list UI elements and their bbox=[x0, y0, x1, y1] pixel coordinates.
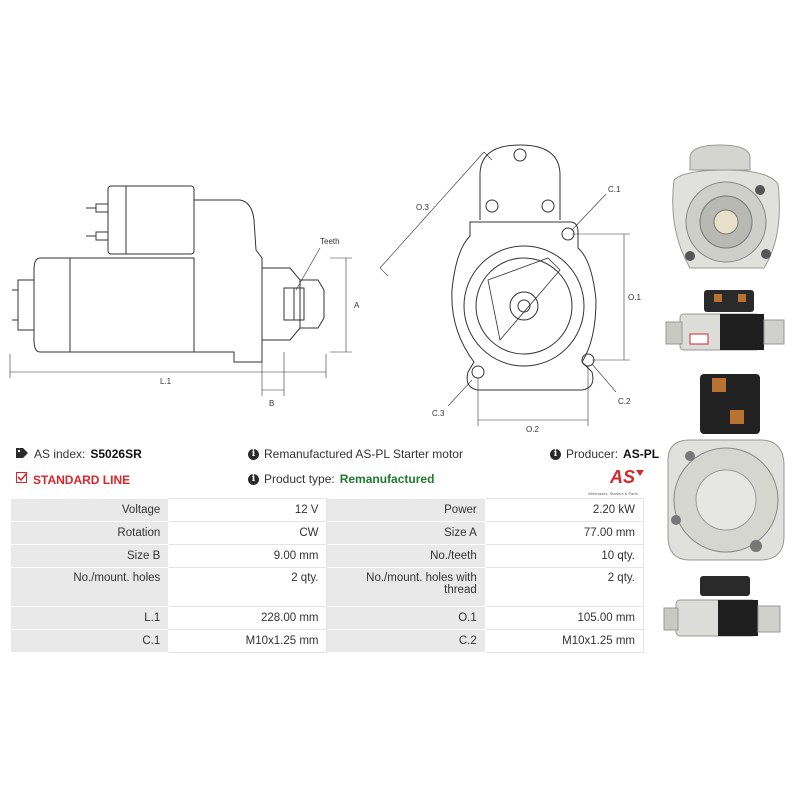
spec-value: 10 qty. bbox=[484, 544, 645, 568]
spec-value: 77.00 mm bbox=[484, 521, 645, 545]
logo-tagline: Alternators, Starters & Parts bbox=[588, 491, 638, 496]
dimension-b-label: B bbox=[269, 399, 274, 408]
product-type: i Product type: Remanufactured bbox=[248, 472, 434, 486]
spec-value: 228.00 mm bbox=[168, 606, 328, 630]
spec-value: M10x1.25 mm bbox=[168, 629, 328, 653]
standard-line: STANDARD LINE bbox=[16, 472, 130, 487]
as-index-value: S5026SR bbox=[90, 447, 142, 461]
spec-label: C.2 bbox=[326, 629, 486, 653]
side-view-drawing: Teeth A B L.1 bbox=[9, 185, 360, 408]
info-icon: i bbox=[550, 448, 561, 460]
info-icon: i bbox=[248, 448, 259, 460]
spec-label: O.1 bbox=[326, 606, 486, 630]
spec-label: Voltage bbox=[9, 498, 170, 522]
dimension-c2-label: C.2 bbox=[618, 397, 631, 406]
spec-value: 105.00 mm bbox=[484, 606, 645, 630]
table-row: No./mount. holes 2 qty. No./mount. holes… bbox=[9, 567, 645, 607]
spec-value: 12 V bbox=[168, 498, 328, 522]
spec-label: No./mount. holes bbox=[9, 567, 170, 607]
spec-label: Size A bbox=[326, 521, 486, 545]
front-view-drawing: O.3 C.1 O.1 C.3 C.2 O.2 bbox=[379, 144, 641, 434]
dimension-c1-label: C.1 bbox=[608, 185, 621, 194]
producer-label: Producer: bbox=[566, 447, 619, 461]
spec-label: C.1 bbox=[9, 629, 170, 653]
spec-value: 2 qty. bbox=[168, 567, 328, 607]
spec-label: No./mount. holes with thread bbox=[326, 567, 486, 607]
spec-label: No./teeth bbox=[326, 544, 486, 568]
description-text: Remanufactured AS-PL Starter motor bbox=[264, 447, 463, 461]
spec-label: Power bbox=[326, 498, 486, 522]
standard-line-label: STANDARD LINE bbox=[33, 472, 131, 487]
dimension-a-label: A bbox=[354, 301, 360, 310]
spec-value: 2 qty. bbox=[484, 567, 645, 607]
teeth-label: Teeth bbox=[320, 237, 340, 246]
info-icon: i bbox=[248, 473, 259, 485]
spec-value: M10x1.25 mm bbox=[484, 629, 645, 653]
product-type-label: Product type: bbox=[264, 472, 335, 486]
as-index: AS index: S5026SR bbox=[16, 447, 142, 461]
spec-label: Size B bbox=[9, 544, 170, 568]
producer: i Producer: AS-PL bbox=[550, 447, 659, 461]
table-row: Rotation CW Size A 77.00 mm bbox=[9, 521, 645, 545]
spec-label: Rotation bbox=[9, 521, 170, 545]
logo-text: AS bbox=[609, 467, 635, 487]
product-description: i Remanufactured AS-PL Starter motor bbox=[248, 447, 463, 461]
checkbox-icon bbox=[16, 472, 28, 487]
spec-value: 9.00 mm bbox=[168, 544, 328, 568]
table-row: C.1 M10x1.25 mm C.2 M10x1.25 mm bbox=[9, 629, 645, 653]
dimension-l1-label: L.1 bbox=[160, 377, 172, 386]
producer-value: AS-PL bbox=[623, 447, 660, 461]
spec-value: 2.20 kW bbox=[484, 498, 645, 522]
spec-label: L.1 bbox=[9, 606, 170, 630]
table-row: Voltage 12 V Power 2.20 kW bbox=[9, 498, 645, 522]
as-index-label: AS index: bbox=[34, 447, 86, 461]
logo-graphic: AS bbox=[609, 467, 644, 487]
product-photo-front bbox=[672, 144, 780, 269]
spec-value: CW bbox=[168, 521, 328, 545]
table-row: L.1 228.00 mm O.1 105.00 mm bbox=[9, 606, 645, 630]
tag-icon bbox=[16, 447, 29, 461]
dimension-o1-label: O.1 bbox=[628, 293, 641, 302]
product-photo-rear bbox=[667, 374, 785, 561]
specs-table: Voltage 12 V Power 2.20 kW Rotation CW S… bbox=[9, 498, 645, 653]
dimension-o2-label: O.2 bbox=[526, 425, 539, 434]
product-type-value: Remanufactured bbox=[339, 472, 435, 486]
table-row: Size B 9.00 mm No./teeth 10 qty. bbox=[9, 544, 645, 568]
product-photo-side-1 bbox=[665, 290, 785, 351]
product-photo-side-2 bbox=[663, 576, 781, 637]
as-pl-logo: AS Alternators, Starters & Parts bbox=[588, 464, 650, 496]
dimension-c3-label: C.3 bbox=[432, 409, 445, 418]
dimension-o3-label: O.3 bbox=[416, 203, 429, 212]
